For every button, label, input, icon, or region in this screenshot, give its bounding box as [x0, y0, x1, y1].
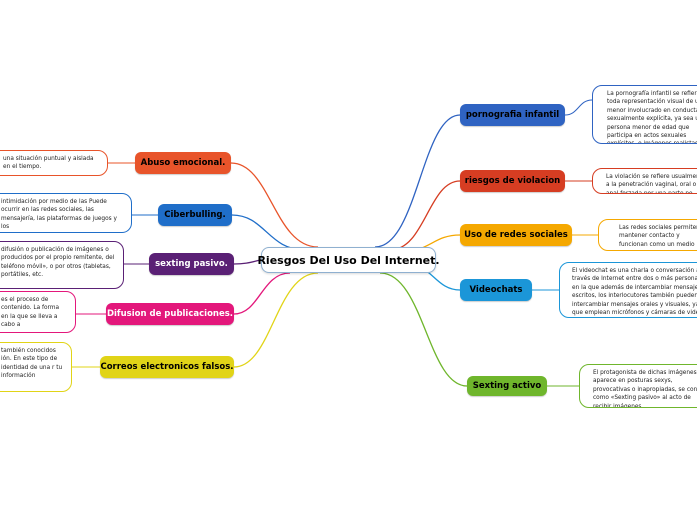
note-ciberbulling: intimidación por medio de las Puede ocur… — [0, 193, 132, 233]
note-sexting-activo: El protagonista de dichas imágenes apare… — [579, 364, 697, 408]
note-text: una situación puntual y aislada en el ti… — [3, 156, 94, 171]
topic-label: riesgos de violacion — [464, 176, 561, 186]
note-sexting-pasivo: difusión o publicación de imágenes o pro… — [0, 241, 124, 289]
topic-sexting-activo[interactable]: Sexting activo — [467, 376, 547, 396]
topic-ciberbulling[interactable]: Ciberbulling. — [158, 204, 232, 226]
connector-pornografia-infantil — [374, 114, 461, 248]
topic-label: Sexting activo — [472, 381, 542, 391]
topic-riesgos-de-violacion[interactable]: riesgos de violacion — [460, 170, 565, 192]
topic-label: Uso de redes sociales — [464, 230, 568, 240]
note-text: es el proceso de contenido. La forma en … — [1, 297, 60, 329]
note-connector-pornografia-infantil — [564, 99, 593, 116]
connector-riesgos-de-violacion — [389, 180, 461, 251]
note-text: El videochat es una charla o conversació… — [572, 268, 697, 317]
note-text: Las redes sociales permiten mantener con… — [619, 225, 697, 248]
topic-correos-electronicos-falsos[interactable]: Correos electronicos falsos. — [100, 356, 234, 378]
note-text: intimidación por medio de las Puede ocur… — [1, 199, 117, 231]
note-pornografia-infantil: La pornografía infantil se refiere a tod… — [592, 85, 697, 144]
topic-label: Ciberbulling. — [164, 210, 226, 220]
connector-sexting-activo — [379, 272, 468, 387]
topic-label: Difusion de publicaciones. — [106, 309, 234, 319]
connector-correos-electronicos-falsos — [233, 272, 319, 368]
topic-label: sexting pasivo. — [155, 259, 228, 269]
topic-sexting-pasivo[interactable]: sexting pasivo. — [149, 253, 234, 275]
note-correos-electronicos-falsos: también conocidos ión. En este tipo de i… — [0, 342, 72, 392]
connector-abuso-emocional — [230, 162, 319, 248]
connector-ciberbulling — [231, 214, 306, 251]
note-riesgos-de-violacion: La violación se refiere usualmente a la … — [592, 168, 697, 194]
note-text: también conocidos ión. En este tipo de i… — [1, 348, 63, 380]
connector-difusion-de-publicaciones — [233, 272, 291, 315]
topic-label: pornografia infantil — [465, 110, 560, 120]
note-text: La pornografía infantil se refiere a tod… — [607, 91, 697, 143]
note-text: La violación se refiere usualmente a la … — [606, 174, 697, 194]
note-difusion-de-publicaciones: es el proceso de contenido. La forma en … — [0, 291, 76, 333]
topic-difusion-de-publicaciones[interactable]: Difusion de publicaciones. — [106, 303, 234, 325]
topic-videochats[interactable]: Videochats — [460, 279, 532, 301]
note-uso-de-redes-sociales: Las redes sociales permiten mantener con… — [598, 219, 697, 251]
note-videochats: El videochat es una charla o conversació… — [559, 262, 697, 318]
topic-label: Videochats — [469, 285, 523, 295]
note-abuso-emocional: una situación puntual y aislada en el ti… — [0, 150, 108, 176]
topic-uso-de-redes-sociales[interactable]: Uso de redes sociales — [460, 224, 572, 246]
topic-abuso-emocional[interactable]: Abuso emocional. — [135, 152, 231, 174]
note-text: difusión o publicación de imágenes o pro… — [1, 247, 115, 279]
topic-pornografia-infantil[interactable]: pornografia infantil — [460, 104, 565, 126]
topic-label: Abuso emocional. — [140, 158, 226, 168]
note-text: El protagonista de dichas imágenes apare… — [593, 370, 697, 408]
central-topic-label: Riesgos Del Uso Del Internet. — [257, 253, 440, 267]
central-topic[interactable]: Riesgos Del Uso Del Internet. — [257, 247, 440, 273]
topic-label: Correos electronicos falsos. — [100, 362, 234, 372]
